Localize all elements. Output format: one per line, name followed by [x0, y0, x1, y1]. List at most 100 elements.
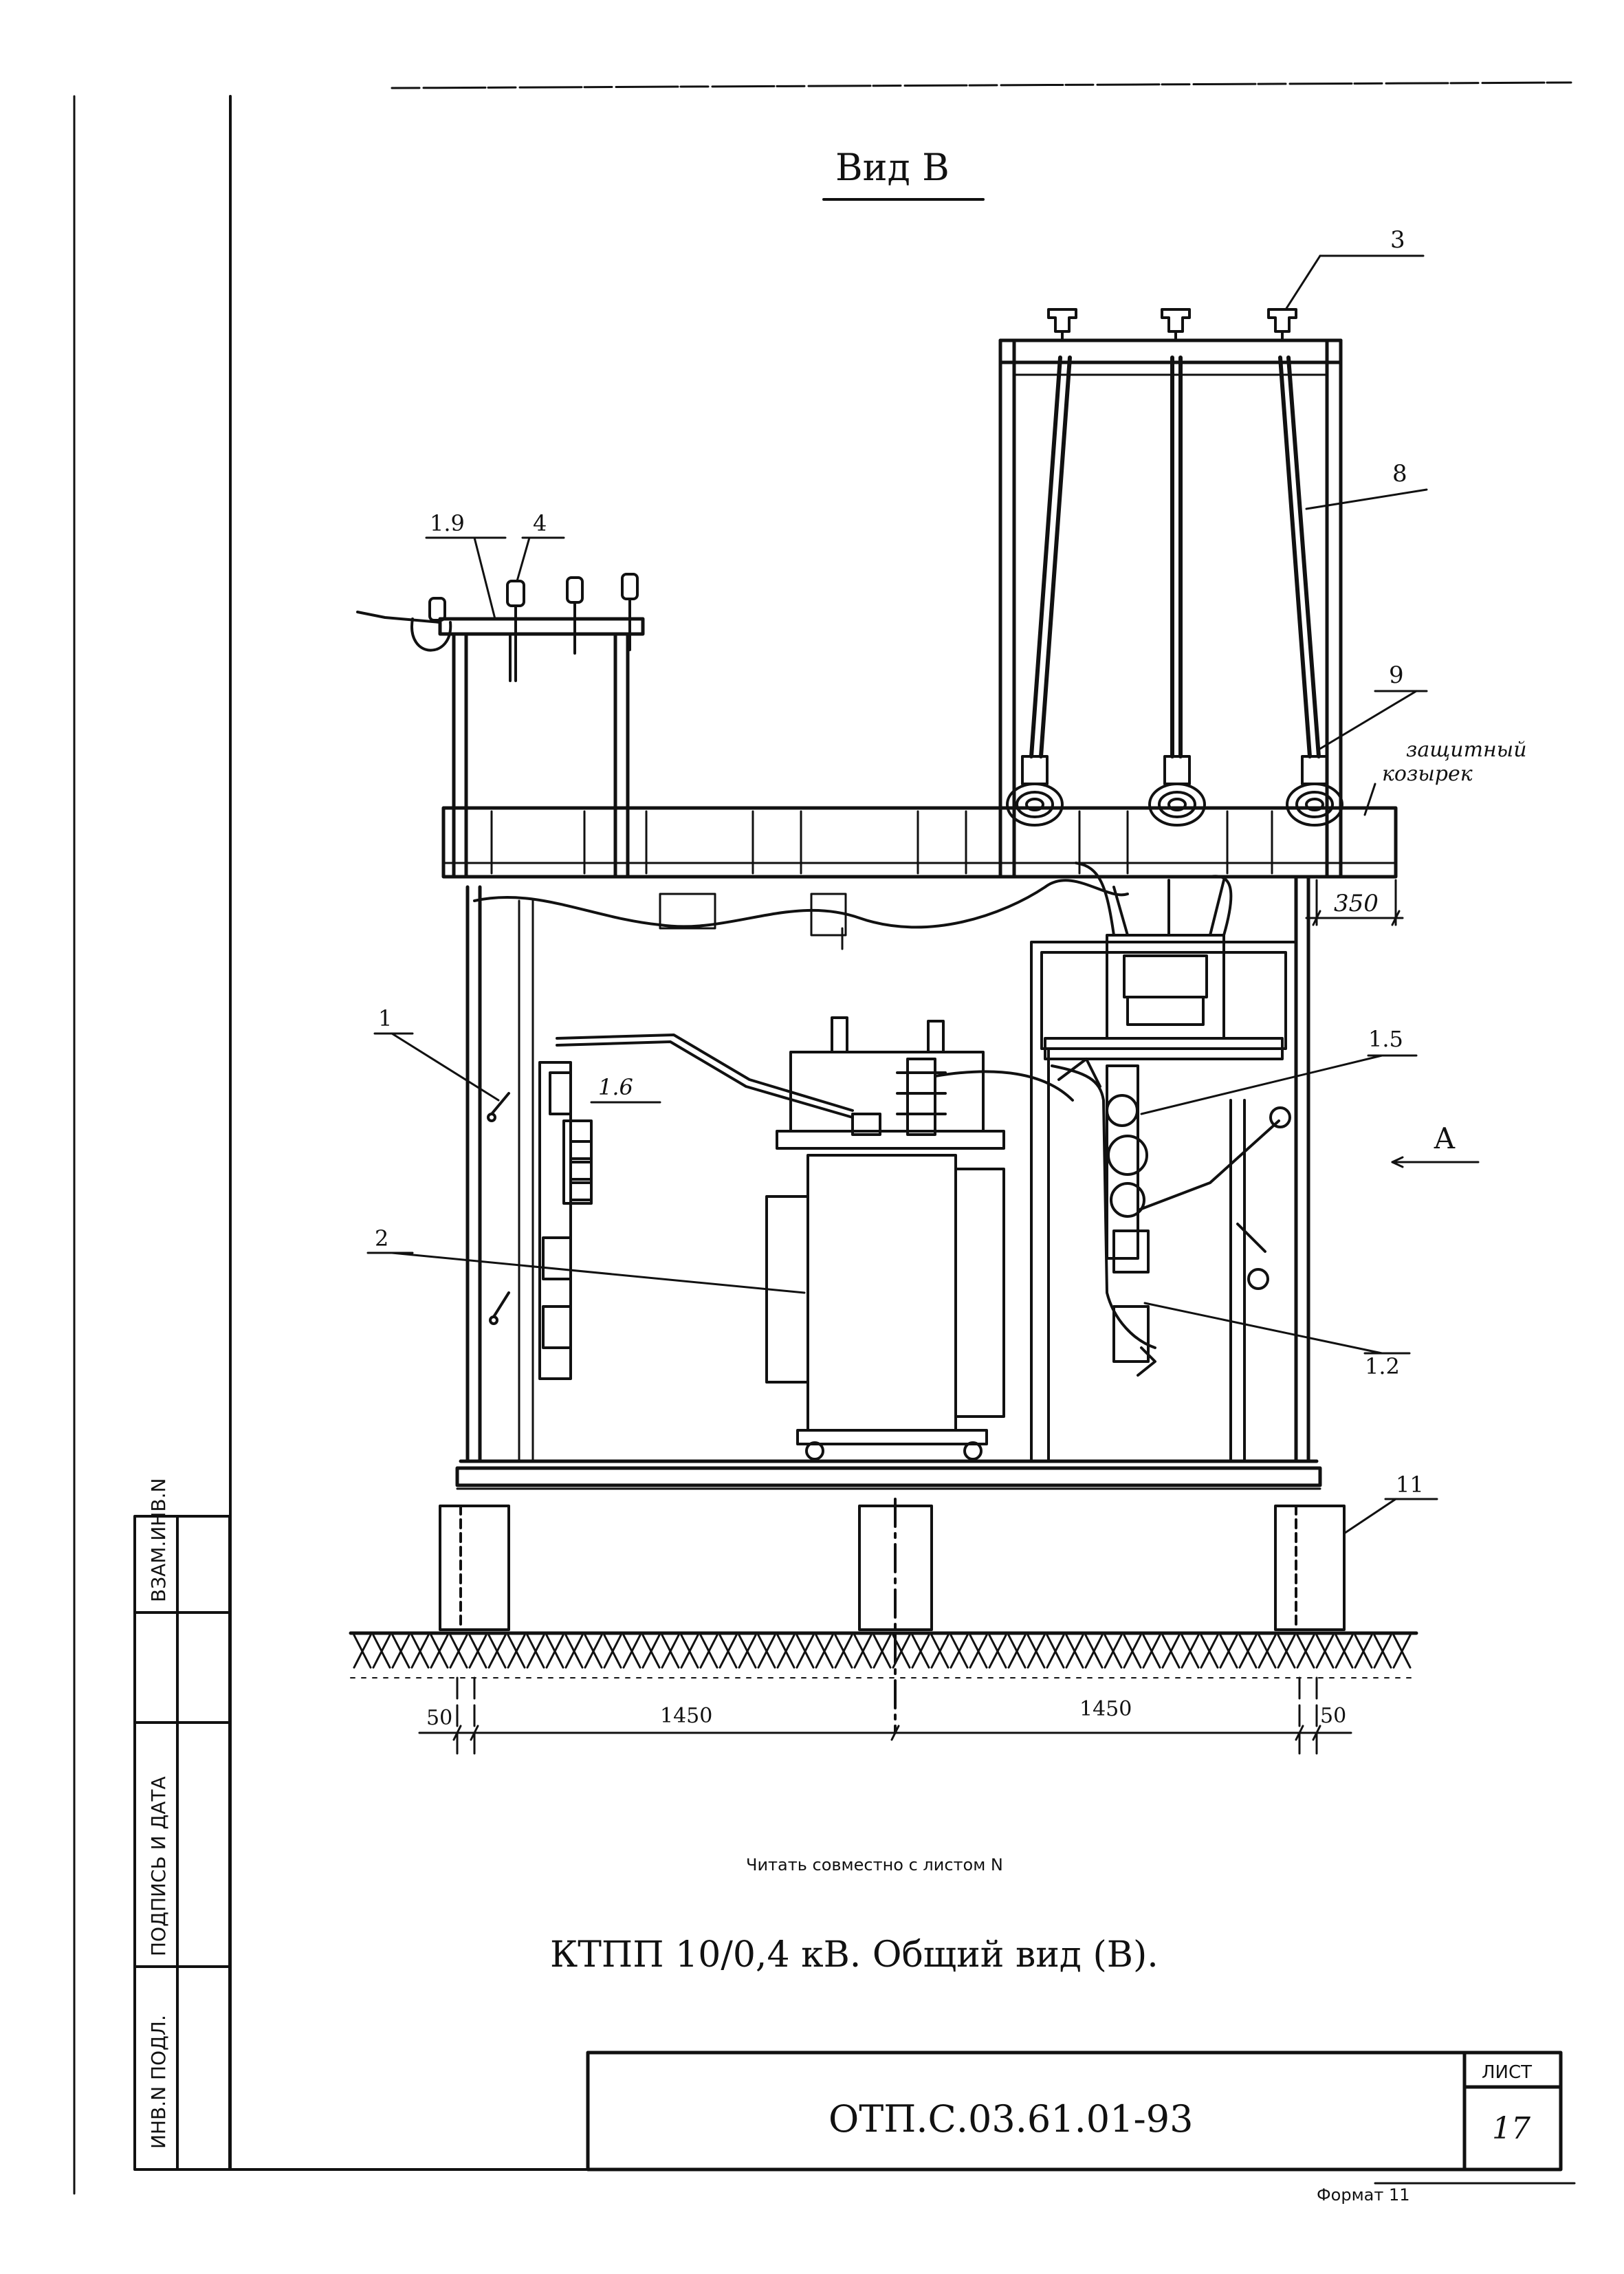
lv-rack	[356, 611, 645, 879]
hv-cubicle	[1030, 862, 1297, 1463]
dim-50-right: 50	[1320, 1704, 1346, 1728]
callout-1-2: 1.2	[1365, 1353, 1400, 1379]
hatch-stroke	[718, 1634, 738, 1669]
bottom-dimension-line	[418, 1725, 1352, 1741]
enclosure	[465, 875, 1310, 1463]
side-stamp: ИНВ.N ПОДЛ. ПОДПИСЬ И ДАТА ВЗАМ.ИНВ.N	[133, 1478, 231, 2171]
stamp-vzam-inv: ВЗАМ.ИНВ.N	[147, 1478, 170, 1602]
hatch-stroke	[1373, 1634, 1392, 1669]
hatch-stroke	[815, 1634, 834, 1669]
hatch-stroke	[1007, 1634, 1027, 1669]
hatch-stroke	[468, 1634, 487, 1669]
drawing-caption: КТПП 10/0,4 кВ. Общий вид (В).	[550, 1934, 1159, 1976]
hatch-stroke	[795, 1634, 815, 1669]
sheet-number: 17	[1492, 2111, 1530, 2146]
stamp-podpis-data: ПОДПИСЬ И ДАТА	[147, 1776, 170, 1956]
power-transformer	[765, 1016, 1074, 1461]
callout-11: 11	[1396, 1472, 1424, 1498]
canopy-label-line1: защитный	[1406, 738, 1527, 762]
hatch-stroke	[1181, 1634, 1200, 1669]
read-together-note: Читать совместно с листом N	[746, 1855, 1003, 1874]
hatch-stroke	[1161, 1634, 1181, 1669]
hatch-stroke	[1027, 1634, 1046, 1669]
lower-insulators	[1006, 755, 1343, 827]
callout-3: 3	[1390, 226, 1405, 254]
hatch-stroke	[641, 1634, 661, 1669]
hatch-stroke	[969, 1634, 988, 1669]
hatch-stroke	[1296, 1634, 1315, 1669]
hatch-stroke	[873, 1634, 892, 1669]
hatch-stroke	[410, 1634, 430, 1669]
callout-4: 4	[533, 510, 547, 536]
top-insulators	[1047, 308, 1297, 342]
dim-1450-right: 1450	[1079, 1697, 1132, 1721]
hatch-stroke	[930, 1634, 950, 1669]
sheet-label: ЛИСТ	[1482, 2062, 1532, 2083]
hatch-stroke	[1104, 1634, 1123, 1669]
callout-1-6: 1.6	[598, 1074, 633, 1100]
hatch-stroke	[584, 1634, 603, 1669]
hv-bushing-frame	[998, 338, 1343, 879]
hatch-stroke	[372, 1634, 391, 1669]
dim-1450-left: 1450	[660, 1704, 712, 1728]
hatch-stroke	[1392, 1634, 1412, 1669]
disconnector	[1051, 1058, 1291, 1377]
hatch-stroke	[911, 1634, 930, 1669]
sheet-frame	[73, 81, 1576, 2195]
callout-2: 2	[375, 1225, 388, 1251]
format-label: Формат 11	[1317, 2185, 1410, 2205]
hatch-stroke	[738, 1634, 757, 1669]
hatch-stroke	[430, 1634, 449, 1669]
leader-lines	[366, 254, 1480, 1535]
hatch-stroke	[487, 1634, 507, 1669]
hatch-stroke	[1065, 1634, 1084, 1669]
title-block	[586, 2051, 1563, 2172]
hatch-stroke	[526, 1634, 545, 1669]
dim-350: 350	[1334, 890, 1379, 917]
foundation-blocks	[439, 1498, 1346, 1734]
hatch-stroke	[757, 1634, 776, 1669]
callout-1-5: 1.5	[1368, 1026, 1403, 1052]
ground-hatching	[349, 1631, 1418, 1679]
busbars	[1029, 356, 1321, 758]
hatch-stroke	[564, 1634, 584, 1669]
hatch-stroke	[853, 1634, 873, 1669]
hatch-stroke	[1142, 1634, 1161, 1669]
dimension-extension-lines	[456, 1676, 1318, 1758]
callout-8: 8	[1392, 460, 1407, 488]
hatch-stroke	[622, 1634, 641, 1669]
callout-1-9: 1.9	[430, 510, 465, 536]
hatch-stroke	[1335, 1634, 1354, 1669]
hatch-stroke	[680, 1634, 699, 1669]
roof-canopy	[441, 806, 1398, 879]
dim-50-left: 50	[426, 1706, 452, 1730]
hatch-stroke	[603, 1634, 622, 1669]
lv-panel	[487, 1034, 854, 1380]
hatch-stroke	[353, 1634, 372, 1669]
hatch-stroke	[1046, 1634, 1065, 1669]
hatch-stroke	[1258, 1634, 1277, 1669]
hatch-stroke	[449, 1634, 468, 1669]
hatch-stroke	[661, 1634, 680, 1669]
hatch-stroke	[507, 1634, 526, 1669]
canopy-label-line2: козырек	[1382, 762, 1473, 786]
callout-9: 9	[1389, 662, 1404, 689]
hatch-stroke	[1084, 1634, 1104, 1669]
hatch-stroke	[1123, 1634, 1142, 1669]
view-arrow-a: А	[1434, 1122, 1456, 1155]
hatch-stroke	[892, 1634, 911, 1669]
hatch-stroke	[988, 1634, 1007, 1669]
hatch-stroke	[1219, 1634, 1238, 1669]
hatch-stroke	[1354, 1634, 1373, 1669]
hatch-stroke	[1315, 1634, 1335, 1669]
hatch-stroke	[950, 1634, 969, 1669]
hatch-stroke	[1200, 1634, 1219, 1669]
hatch-stroke	[834, 1634, 853, 1669]
hatch-stroke	[1277, 1634, 1296, 1669]
stamp-inv-podl: ИНВ.N ПОДЛ.	[147, 2015, 170, 2149]
hatch-stroke	[1238, 1634, 1258, 1669]
canopy-dimension	[1305, 879, 1404, 926]
base-frame	[455, 1459, 1322, 1490]
callout-1: 1	[378, 1005, 392, 1031]
